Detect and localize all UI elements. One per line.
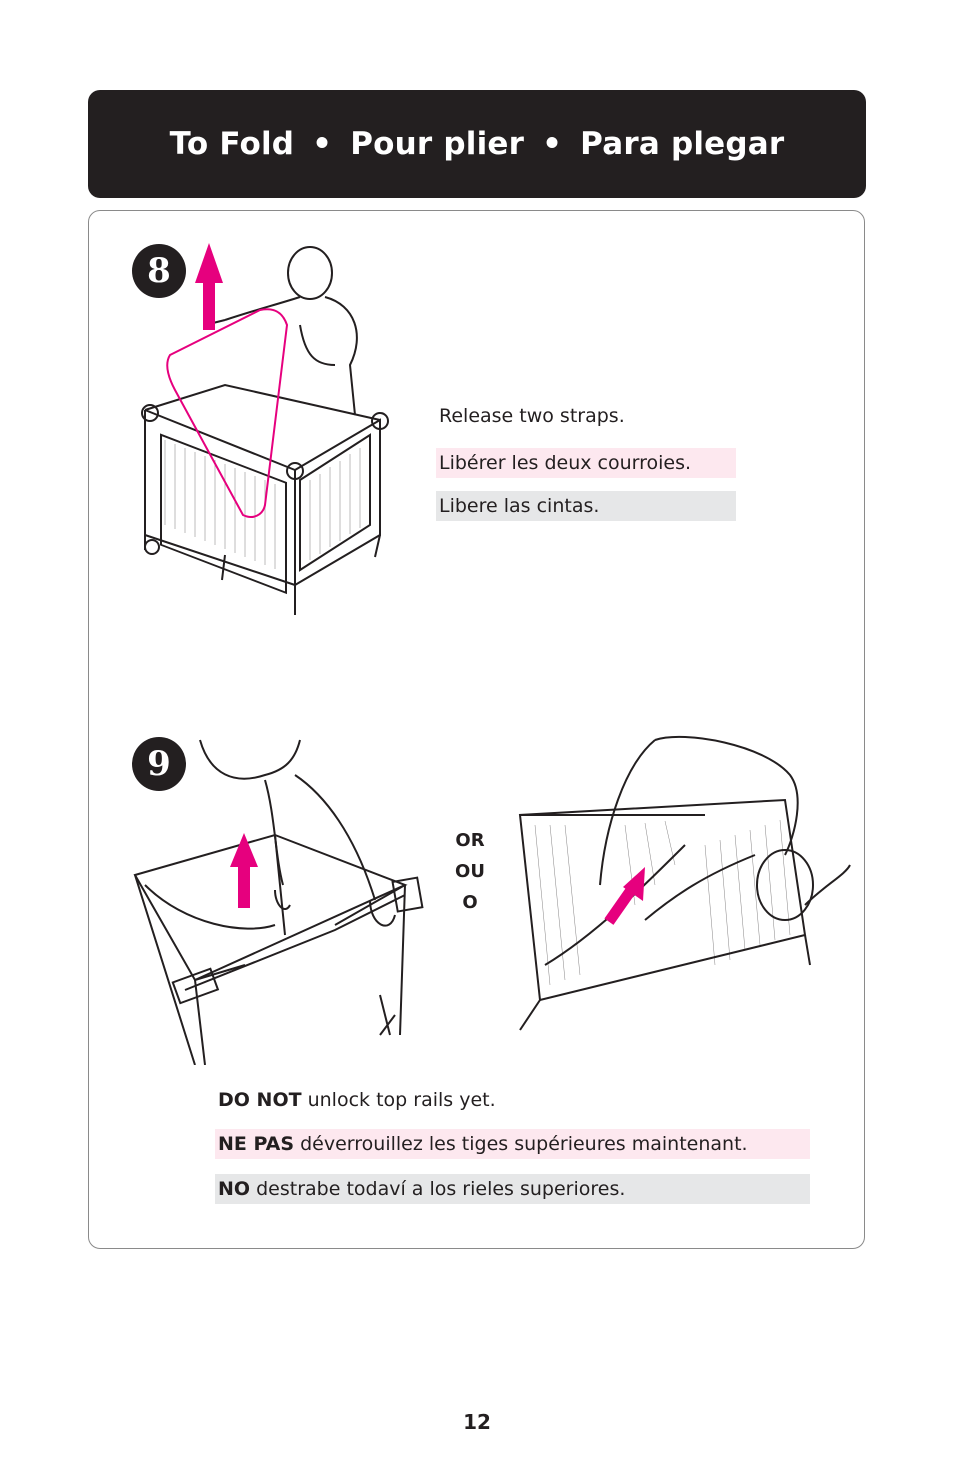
or-label-fr: OU [455, 861, 485, 882]
section-header: To Fold • Pour plier • Para plegar [88, 90, 866, 198]
section-title: To Fold • Pour plier • Para plegar [170, 126, 785, 162]
step-9-number: 9 [132, 737, 186, 791]
step-8-text-en: Release two straps. [439, 405, 625, 427]
lift-arrow [195, 243, 223, 330]
or-label-en: OR [455, 830, 485, 851]
step-8-text-es: Libere las cintas. [436, 491, 736, 521]
title-separator: • [542, 126, 563, 162]
step-9-rest-en: unlock top rails yet. [301, 1089, 496, 1111]
instructions-panel [88, 210, 865, 1249]
step-9-text-fr: NE PAS déverrouillez les tiges supérieur… [215, 1129, 810, 1159]
step-9-bold-es: NO [218, 1178, 251, 1200]
step-9-illustration-b [518, 735, 851, 1031]
step-9-rest-es: destrabe todaví a los rieles superiores. [250, 1178, 626, 1200]
step-9-illustration-a [133, 739, 424, 1065]
page-number: 12 [463, 1410, 491, 1434]
pull-arrow-b [604, 867, 645, 925]
step-9-bold-en: DO NOT [218, 1089, 302, 1111]
title-en: To Fold [169, 126, 295, 162]
step-8-text-fr: Libérer les deux courroies. [436, 448, 736, 478]
step-9-text-es: NO destrabe todaví a los rieles superior… [215, 1174, 810, 1204]
step-8-illustration [141, 243, 389, 615]
step-9-rest-fr: déverrouillez les tiges supérieures main… [294, 1133, 748, 1155]
or-label-es: O [462, 892, 478, 913]
or-labels: OR OU O [445, 825, 495, 918]
title-fr: Pour plier [350, 126, 525, 162]
step-9-bold-fr: NE PAS [218, 1133, 295, 1155]
step-8-number: 8 [132, 244, 186, 298]
step-9-text-en: DO NOT unlock top rails yet. [215, 1085, 810, 1115]
title-separator: • [312, 126, 333, 162]
title-es: Para plegar [580, 126, 785, 162]
pull-arrow-a [230, 833, 258, 908]
